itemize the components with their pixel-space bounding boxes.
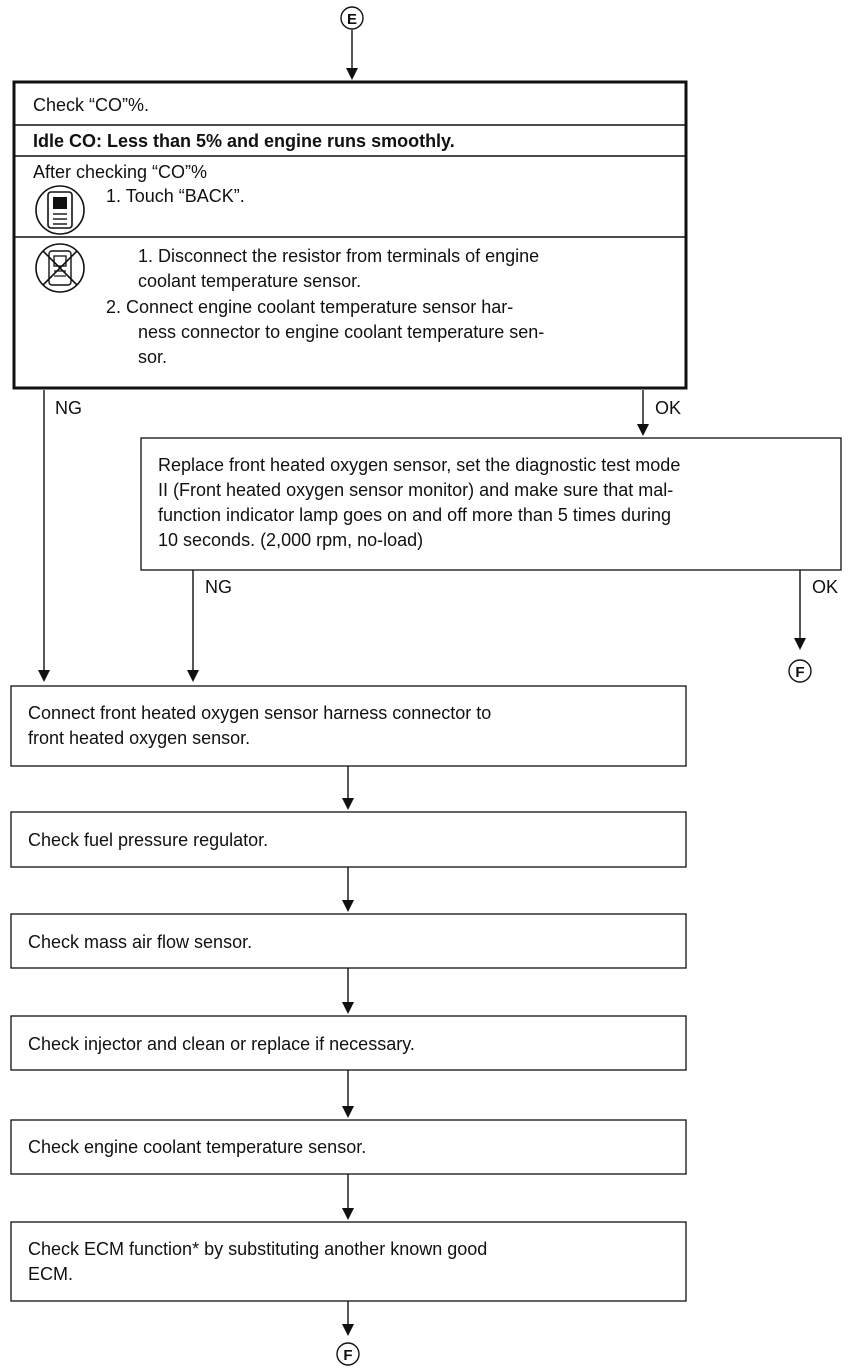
ng-label: NG xyxy=(55,398,82,418)
connector-label: E xyxy=(347,11,357,28)
arrow-head xyxy=(38,670,50,682)
no-consult-step-line: sor. xyxy=(138,347,167,367)
box-text-line: function indicator lamp goes on and off … xyxy=(158,505,671,525)
box-title: Check “CO”%. xyxy=(33,95,149,115)
ecm-function-box: Check ECM function* by substituting anot… xyxy=(10,1221,687,1302)
arrow-head xyxy=(342,798,354,810)
connector-label: F xyxy=(343,1347,352,1364)
no-consult-icon xyxy=(35,243,85,293)
arrow-head xyxy=(342,1208,354,1220)
connect-harness-box: Connect front heated oxygen sensor harne… xyxy=(10,685,687,767)
connector-f-bottom: F xyxy=(336,1342,360,1366)
replace-sensor-box: Replace front heated oxygen sensor, set … xyxy=(140,437,842,571)
consult-step: 1. Touch “BACK”. xyxy=(106,186,245,206)
box-text: Check mass air flow sensor. xyxy=(28,932,252,952)
no-consult-step-line: 2. Connect engine coolant temperature se… xyxy=(106,297,513,317)
box-text: Check injector and clean or replace if n… xyxy=(28,1034,415,1054)
idle-co-spec: Idle CO: Less than 5% and engine runs sm… xyxy=(33,131,455,151)
box-text-line: ECM. xyxy=(28,1264,73,1284)
check-co-box: Check “CO”%. Idle CO: Less than 5% and e… xyxy=(12,80,688,390)
box-text-line: Check ECM function* by substituting anot… xyxy=(28,1239,487,1259)
box-text-line: 10 seconds. (2,000 rpm, no-load) xyxy=(158,530,423,550)
fuel-pressure-box: Check fuel pressure regulator. xyxy=(10,811,687,868)
ng-label: NG xyxy=(205,577,232,597)
box-text: Check fuel pressure regulator. xyxy=(28,830,268,850)
ok-label: OK xyxy=(655,398,681,418)
box-text-line: Replace front heated oxygen sensor, set … xyxy=(158,455,680,475)
consult-tester-icon xyxy=(35,185,85,235)
coolant-sensor-box: Check engine coolant temperature sensor. xyxy=(10,1119,687,1175)
connector-label: F xyxy=(795,664,804,681)
after-checking-text: After checking “CO”% xyxy=(33,162,207,182)
arrow-head xyxy=(342,900,354,912)
connector-f-right: F xyxy=(788,659,812,683)
mass-air-flow-box: Check mass air flow sensor. xyxy=(10,913,687,969)
box-text-line: front heated oxygen sensor. xyxy=(28,728,250,748)
box-text-line: Connect front heated oxygen sensor harne… xyxy=(28,703,491,723)
arrow-head xyxy=(342,1324,354,1336)
arrow-head xyxy=(187,670,199,682)
arrow-head xyxy=(637,424,649,436)
box-text-line: II (Front heated oxygen sensor monitor) … xyxy=(158,480,673,500)
arrow-head xyxy=(346,68,358,80)
connector-e-top: E xyxy=(340,6,364,30)
no-consult-step-line: 1. Disconnect the resistor from terminal… xyxy=(138,246,539,266)
arrow-head xyxy=(342,1002,354,1014)
arrow-head xyxy=(794,638,806,650)
no-consult-step-line: coolant temperature sensor. xyxy=(138,271,361,291)
box-text: Check engine coolant temperature sensor. xyxy=(28,1137,366,1157)
no-consult-step-line: ness connector to engine coolant tempera… xyxy=(138,322,544,342)
arrow-head xyxy=(342,1106,354,1118)
injector-box: Check injector and clean or replace if n… xyxy=(10,1015,687,1071)
ok-label: OK xyxy=(812,577,838,597)
